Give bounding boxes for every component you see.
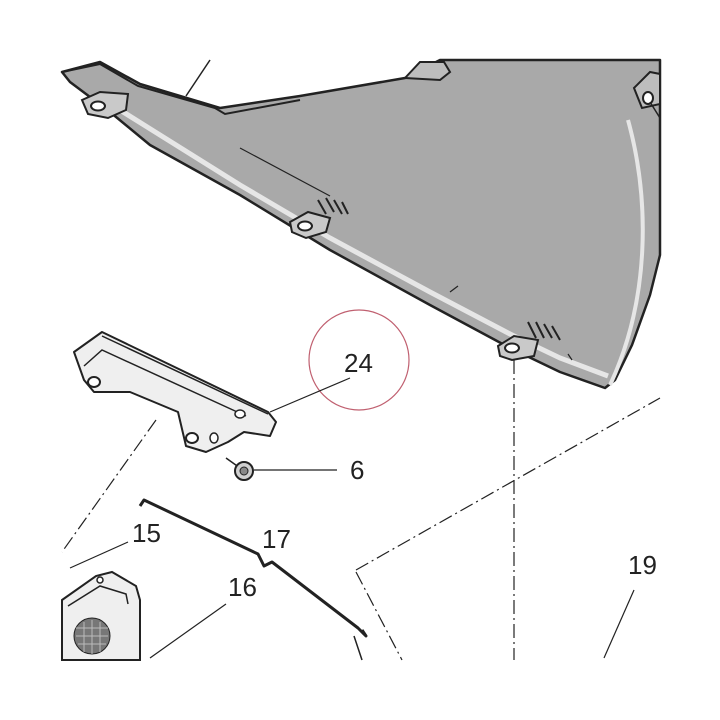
callout-24: 24 <box>344 348 373 378</box>
callout-15: 15 <box>132 518 161 548</box>
panel-bolt-top-right <box>632 70 661 119</box>
guide-right <box>355 397 661 571</box>
mounting-tab-right <box>496 321 561 362</box>
side-panel-body <box>60 58 662 390</box>
side-panel-rim <box>118 107 609 379</box>
callout-16: 16 <box>228 572 257 602</box>
guide-left <box>61 419 157 553</box>
callout-labels: 24 6 15 17 16 19 <box>132 348 657 602</box>
mounting-tab-middle <box>288 197 349 240</box>
guide-lines <box>61 360 661 661</box>
mounting-bracket <box>73 331 277 453</box>
leader-19 <box>603 589 635 659</box>
screw <box>225 457 254 481</box>
leader-24 <box>269 377 351 413</box>
leader-lines <box>69 377 635 659</box>
guide-lower <box>355 571 403 661</box>
callout-19: 19 <box>628 550 657 580</box>
highlight-circle <box>308 309 410 411</box>
side-panel-upper-lip <box>61 62 301 116</box>
side-panel-edge-line <box>608 119 645 386</box>
callout-17: 17 <box>262 524 291 554</box>
callout-6: 6 <box>350 455 364 485</box>
leader-15 <box>69 541 129 569</box>
side-panel-recess <box>402 61 452 82</box>
side-panel <box>60 58 662 390</box>
lower-left-part <box>61 570 141 661</box>
group-brace <box>138 498 368 638</box>
leader-16 <box>149 603 227 659</box>
mounting-tab-left <box>80 90 130 120</box>
